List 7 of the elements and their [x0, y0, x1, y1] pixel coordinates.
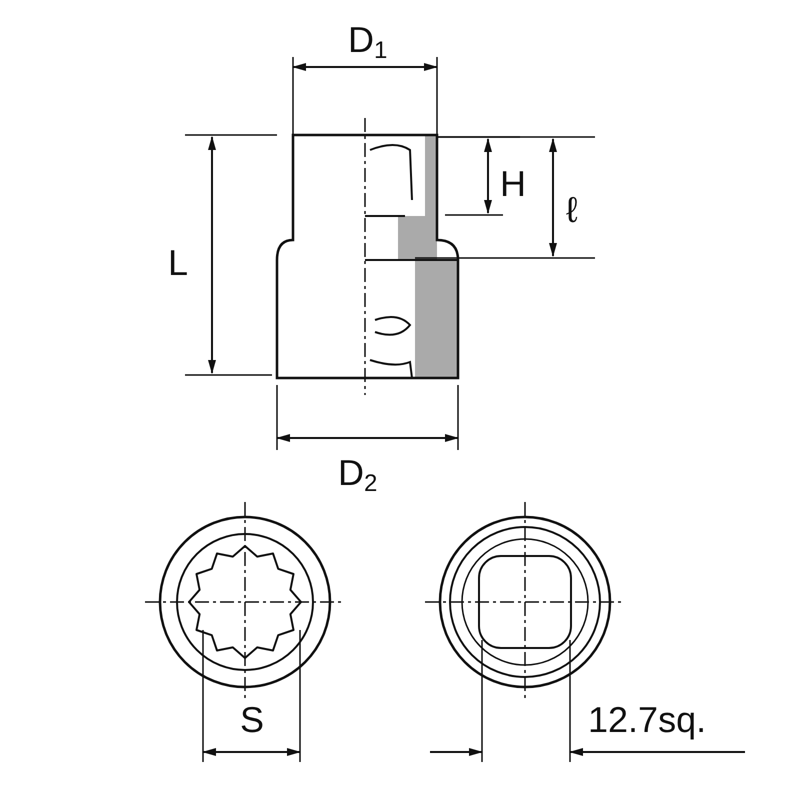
dimension-label: ℓ [566, 192, 578, 228]
dimension-label: D$_{1}$ [348, 22, 388, 63]
dimension-label: H [500, 166, 526, 202]
dimension-label: D$_{2}$ [338, 455, 378, 496]
dimension-label: L [168, 245, 188, 281]
dimension-label: 12.7sq. [588, 702, 706, 738]
dimension-label: S [240, 702, 264, 738]
